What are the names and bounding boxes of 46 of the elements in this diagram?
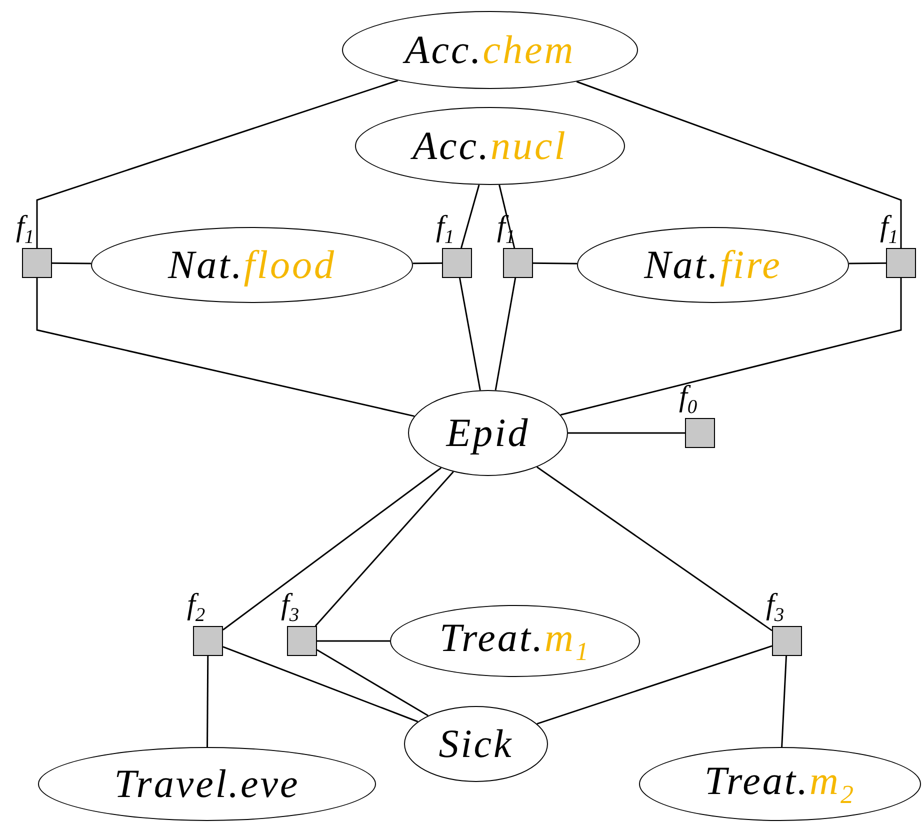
- factor-label: f$_{2}$: [187, 590, 206, 626]
- connector-line: [494, 278, 516, 390]
- connector-line: [222, 467, 442, 630]
- connector-line: [412, 262, 442, 264]
- connector-line: [36, 80, 398, 248]
- node-label: Acc.nucl: [412, 126, 568, 166]
- node-label: Epid: [446, 413, 530, 453]
- factor-square: [685, 418, 715, 448]
- factor-label: f$_{3}$: [281, 590, 300, 626]
- factor-square: [287, 626, 317, 656]
- factor-label: f$_{0}$: [679, 382, 698, 418]
- connector-line: [36, 278, 415, 417]
- connector-line: [533, 262, 578, 264]
- factor-label: f$_{3}$: [766, 590, 784, 626]
- node-label: Sick: [438, 724, 514, 764]
- node-label: Nat.fire: [644, 245, 782, 285]
- connector-line: [316, 649, 428, 716]
- connector-line: [206, 656, 209, 747]
- factor-square: [503, 248, 533, 278]
- node-label: Nat.flood: [168, 245, 336, 285]
- connector-line: [568, 432, 685, 434]
- connector-line: [576, 80, 902, 248]
- factor-square: [442, 248, 472, 278]
- connector-line: [460, 184, 480, 248]
- node-label: Treat.m$_{2}$: [704, 760, 856, 808]
- connector-line: [52, 262, 92, 264]
- connector-line: [848, 262, 886, 264]
- connector-line: [498, 184, 516, 248]
- connector-line: [222, 646, 418, 722]
- connector-line: [536, 466, 772, 632]
- node-label: Acc.chem: [404, 30, 576, 70]
- connector-line: [560, 278, 902, 416]
- connector-line: [459, 278, 481, 390]
- node-label: Travel.eve: [114, 764, 300, 804]
- connector-line: [314, 471, 454, 626]
- factor-label: f$_{1}$: [880, 212, 898, 248]
- factor-square: [193, 626, 223, 656]
- factor-label: f$_{1}$: [16, 212, 34, 248]
- factor-label: f$_{1}$: [436, 212, 454, 248]
- connector-line: [781, 656, 788, 748]
- node-label: Treat.m$_{1}$: [440, 618, 590, 664]
- factor-square: [772, 626, 802, 656]
- connector-line: [536, 645, 772, 725]
- connector-line: [317, 640, 390, 642]
- factor-square: [886, 248, 916, 278]
- factor-square: [22, 248, 52, 278]
